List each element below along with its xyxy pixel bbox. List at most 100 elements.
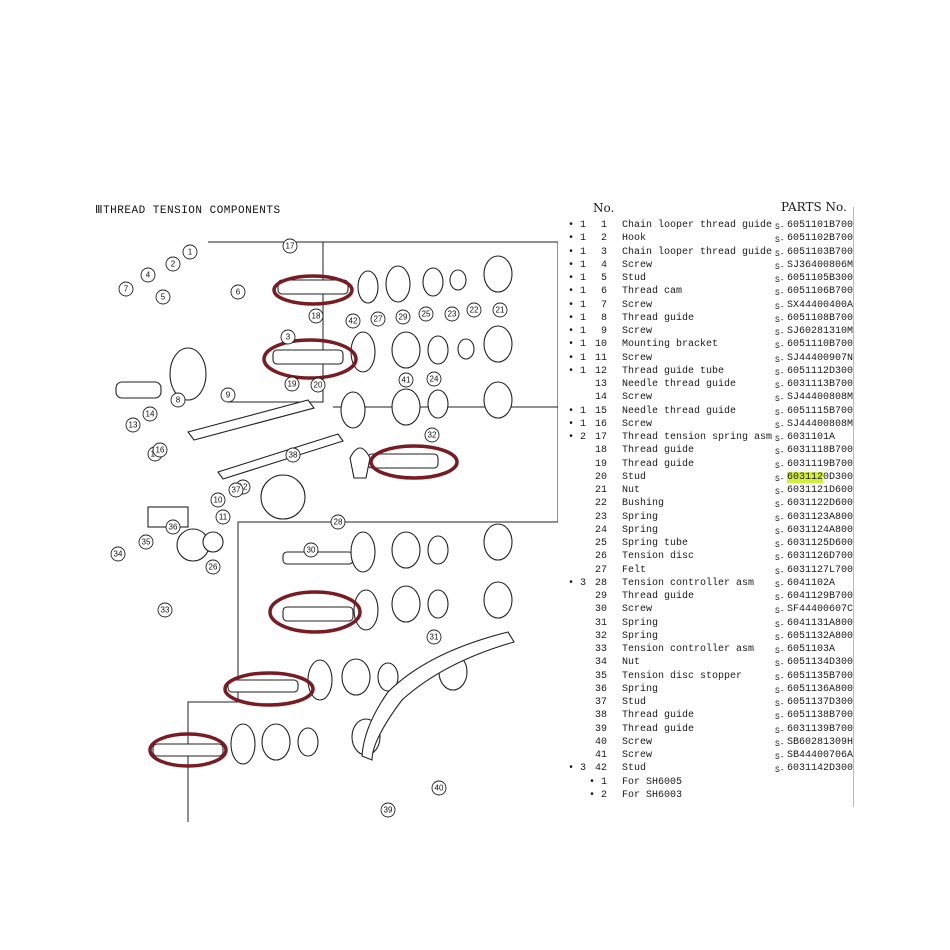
callout-37: 37	[228, 482, 244, 498]
part-prefix: S-	[775, 739, 785, 749]
part-description: Chain looper thread guide	[622, 246, 772, 258]
part-number: 42	[594, 763, 607, 775]
callout-circle	[282, 238, 298, 254]
callout-circle	[138, 534, 154, 550]
part-description: Thread guide	[622, 312, 695, 324]
part-number: 38	[594, 710, 607, 722]
part-description: Spring	[622, 524, 659, 536]
part-prefix: S-	[775, 541, 785, 550]
part-description: Spring	[622, 630, 659, 642]
part-code: SB60281309H	[787, 736, 854, 748]
callout-28: 28	[330, 514, 346, 530]
part-prefix: S-	[775, 276, 785, 285]
part-prefix: S-	[775, 501, 785, 511]
callout-circle	[205, 559, 221, 575]
part-code: 6041131A800	[787, 617, 854, 629]
callout-circle	[418, 306, 434, 322]
part-prefix: S-	[775, 474, 785, 484]
part-number: 36	[594, 683, 607, 695]
upper-tension-assembly-2	[272, 325, 513, 373]
part-code: SX44400400A	[787, 299, 854, 311]
part-description: Screw	[622, 604, 653, 616]
part-number: 28	[594, 577, 607, 589]
callout-circle	[280, 329, 296, 345]
part-number: • 1	[588, 776, 607, 788]
part-prefix: S-	[775, 342, 785, 352]
part-number: 6	[600, 286, 607, 298]
callout-38: 38	[285, 447, 301, 463]
part-description: Stud	[622, 273, 647, 284]
callout-number: 9	[226, 391, 231, 400]
part-number: 22	[594, 498, 607, 510]
callout-number: 35	[142, 538, 151, 547]
part-mark: • 1	[568, 233, 587, 245]
callout-41: 41	[398, 372, 414, 388]
part-number: 37	[594, 697, 607, 708]
part-number: 15	[594, 405, 607, 417]
part-number: 29	[594, 591, 607, 602]
middle-tension-assembly-2	[282, 581, 513, 631]
part-description: Stud	[622, 697, 647, 708]
callout-circle	[303, 542, 319, 558]
callout-number: 2	[171, 260, 176, 269]
part-prefix: S-	[775, 673, 785, 683]
part-number: 27	[594, 564, 607, 576]
section-title: ⅢTHREAD TENSION COMPONENTS	[95, 205, 281, 217]
callout-circle	[125, 417, 141, 433]
callout-number: 27	[374, 315, 383, 324]
callout-circle	[284, 376, 300, 392]
part-number: 21	[594, 485, 607, 496]
part-description: For SH6003	[622, 789, 683, 801]
callout-40: 40	[431, 780, 447, 796]
column-header-no: No.	[593, 201, 615, 215]
part-number: 9	[600, 326, 607, 337]
middle-tension-assembly-1	[282, 523, 513, 573]
part-number: 34	[594, 657, 607, 669]
callout-24: 24	[426, 371, 442, 387]
part-number: 20	[594, 471, 607, 483]
callout-number: 7	[124, 285, 129, 294]
part-description: Hook	[622, 233, 647, 245]
callout-circle	[118, 281, 134, 297]
callout-13: 13	[125, 417, 141, 433]
callout-number: 12	[239, 483, 248, 492]
part-code: 6031119B700	[787, 458, 854, 470]
part-description: Bushing	[622, 498, 665, 510]
callout-29: 29	[395, 309, 411, 325]
callout-27: 27	[370, 311, 386, 327]
red-ellipse-annotation	[223, 671, 315, 707]
part-code: 6031123A800	[787, 511, 854, 523]
callout-number: 21	[496, 306, 505, 315]
callout-number: 24	[430, 375, 439, 384]
part-code: 6051108B700	[787, 312, 854, 324]
part-prefix: S-	[775, 700, 785, 709]
callout-39: 39	[380, 802, 396, 818]
part-code: SJ44400907N	[787, 352, 854, 364]
callout-19: 19	[284, 376, 300, 392]
callout-36: 36	[165, 519, 181, 535]
callout-circle	[165, 519, 181, 535]
part-prefix: S-	[775, 223, 785, 232]
callout-circle	[230, 284, 246, 300]
part-code: 6051135B700	[787, 670, 854, 682]
part-code: 6051136A800	[787, 683, 854, 695]
part-description: Needle thread guide	[622, 379, 737, 390]
